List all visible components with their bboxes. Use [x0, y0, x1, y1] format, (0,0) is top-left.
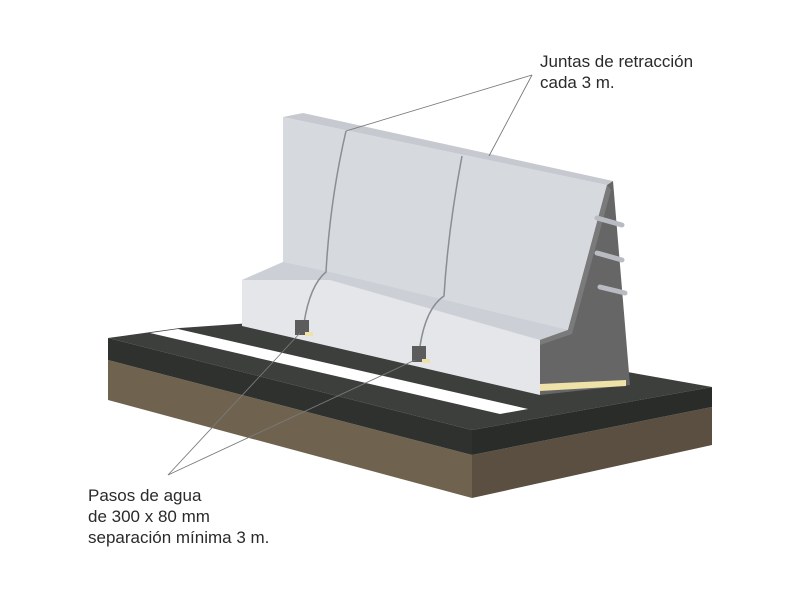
label-joints-line2: cada 3 m.	[540, 73, 615, 92]
label-water-passages: Pasos de agua de 300 x 80 mm separación …	[88, 485, 269, 548]
drain-slot	[412, 346, 426, 362]
rebar-dowel	[597, 284, 628, 296]
road-stripe	[150, 329, 528, 414]
rebar-dowel	[594, 250, 625, 263]
drain-slot-sealant	[422, 359, 430, 363]
drain-slot-sealant	[305, 332, 313, 336]
drain-slot	[295, 320, 309, 335]
barrier-end-edge	[540, 185, 611, 345]
label-drains-line1: Pasos de agua	[88, 486, 202, 505]
label-drains-line2: de 300 x 80 mm	[88, 507, 210, 526]
sealant-strip-end	[540, 380, 626, 391]
label-contraction-joints: Juntas de retracción cada 3 m.	[540, 51, 693, 93]
asphalt-side-face	[472, 387, 712, 455]
soil-side-face	[472, 407, 712, 498]
barrier-top-edge	[283, 113, 613, 185]
barrier-upper-face	[242, 117, 607, 340]
contraction-joint	[303, 130, 347, 324]
asphalt-front-face	[108, 338, 472, 455]
leader-line-drains	[167, 332, 301, 476]
asphalt-top-surface	[108, 318, 712, 430]
leader-line-drains	[167, 359, 416, 476]
label-joints-line1: Juntas de retracción	[540, 52, 694, 71]
barrier-lower-face	[242, 272, 540, 395]
barrier-shoulder	[242, 262, 568, 340]
contraction-joint	[419, 155, 463, 347]
rebar-dowel	[594, 215, 625, 228]
soil-front-face	[108, 360, 472, 498]
label-drains-line3: separación mínima 3 m.	[88, 528, 270, 547]
barrier-end-face	[540, 181, 630, 395]
leader-line-joints	[488, 74, 533, 157]
leader-line-joints	[345, 74, 533, 132]
